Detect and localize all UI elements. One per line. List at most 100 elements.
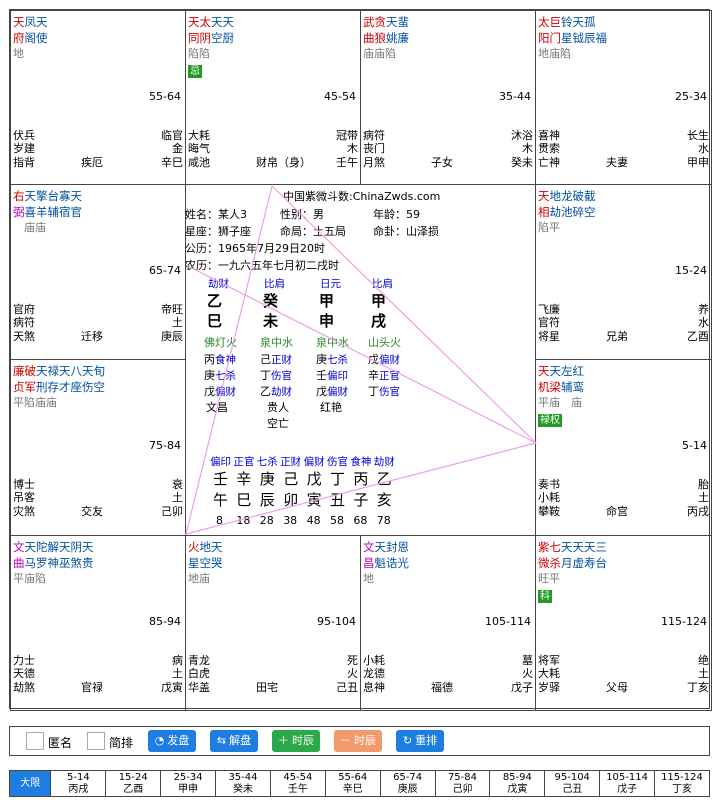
- palace-age-range: 15-24: [675, 264, 707, 277]
- palace-line-l3: 将星兄弟乙酉: [538, 330, 709, 343]
- sihua-badge: 科: [538, 590, 552, 603]
- dayun-stem: 丙: [353, 470, 369, 488]
- publish-button[interactable]: ◔发盘: [148, 730, 196, 752]
- star-row: 微杀月虚寿台: [538, 555, 607, 571]
- star-char: 恩: [397, 540, 410, 554]
- palace-brightness: 陷陷: [188, 47, 210, 60]
- star-char: 封: [386, 540, 398, 554]
- hidden-stem: 壬偏印: [316, 367, 348, 383]
- solar-date: 公历：1965年7月29日20时: [185, 242, 325, 255]
- star-char: 刑: [36, 380, 48, 394]
- decade-tab-active[interactable]: 大限: [10, 771, 52, 796]
- simple-checkbox[interactable]: [87, 732, 105, 750]
- site-title: 中国紫微斗数:ChinaZwds.com: [283, 190, 441, 203]
- dayun-god: 食神: [350, 456, 372, 468]
- line-left: 岁驿: [538, 681, 560, 694]
- dayun-stem: 戊: [306, 470, 322, 488]
- line-right: 墓: [522, 654, 533, 667]
- star-char: 廉: [397, 31, 410, 45]
- sihua-badge: 禄权: [538, 414, 562, 427]
- palace-stars: 火地天星空哭地庙: [188, 539, 223, 587]
- palace-brightness: 地庙: [188, 572, 210, 585]
- line-left: 白虎: [188, 667, 210, 680]
- star-char: 光: [397, 556, 410, 570]
- hour-minus-button[interactable]: －时辰: [334, 730, 382, 752]
- dayun-branch: 亥: [376, 491, 392, 509]
- share-icon: ◔: [154, 734, 165, 747]
- star-row: 火地天: [188, 539, 223, 555]
- decade-range: 55-64: [338, 772, 368, 783]
- decade-ganzhi: 丁亥: [671, 784, 692, 795]
- decade-range: 45-54: [283, 772, 313, 783]
- line-left: 病符: [363, 129, 385, 142]
- hidden-stem-char: 戊: [204, 385, 215, 398]
- hidden-stem-char: 己: [260, 353, 271, 366]
- interpret-button[interactable]: ⇆解盘: [210, 730, 258, 752]
- line-left: 小耗: [538, 491, 560, 504]
- star-char: 煞: [70, 556, 83, 570]
- hour-plus-button[interactable]: ＋时辰: [272, 730, 320, 752]
- line-right: 火: [522, 667, 533, 680]
- line-right: 壬午: [336, 156, 358, 169]
- dayun-age: 78: [376, 514, 391, 527]
- palace-name: 父母: [606, 681, 628, 694]
- hidden-stem-char: 壬: [316, 369, 327, 382]
- hidden-stem: 丁伤官: [368, 383, 400, 399]
- star-char: 天: [82, 540, 94, 554]
- rearrange-button[interactable]: ↻重排: [396, 730, 444, 752]
- star-char: 龙: [561, 189, 573, 203]
- palace-line-l2: 白虎火: [188, 667, 358, 680]
- star-char: 右: [13, 189, 25, 203]
- pillar-stem: 乙: [207, 292, 223, 310]
- hidden-stem-char: 辛: [368, 369, 379, 382]
- decade-range: 115-124: [661, 772, 703, 783]
- dayun-age: 18: [236, 514, 251, 527]
- dayun-god: 正官: [233, 456, 255, 468]
- palace-name: 兄弟: [606, 330, 628, 343]
- star-char: 辰: [584, 31, 596, 45]
- star-char: 才: [59, 380, 71, 394]
- anonymous-checkbox[interactable]: [26, 732, 44, 750]
- pillar-god: 劫财: [208, 278, 229, 290]
- palace-age-range: 45-54: [324, 90, 356, 103]
- line-left: 将星: [538, 330, 560, 343]
- palace-line-l1: 小耗墓: [363, 654, 533, 667]
- star-char: 杀: [549, 556, 562, 570]
- dayun-god: 七杀: [256, 456, 278, 468]
- palace-line-l1: 喜神长生: [538, 129, 709, 142]
- sihua-badge: 忌: [188, 65, 202, 78]
- palace-line-l1: 官府帝旺: [13, 303, 183, 316]
- palace-line-l3: 月煞子女癸未: [363, 156, 533, 169]
- line-left: 指背: [13, 156, 35, 169]
- line-left: 大耗: [538, 667, 560, 680]
- star-char: 曲: [13, 556, 25, 570]
- palace-age-range: 85-94: [149, 615, 181, 628]
- pillar-god: 比肩: [372, 278, 393, 290]
- line-left: 岁建: [13, 142, 35, 155]
- palace-line-l2: 晦气木: [188, 142, 358, 155]
